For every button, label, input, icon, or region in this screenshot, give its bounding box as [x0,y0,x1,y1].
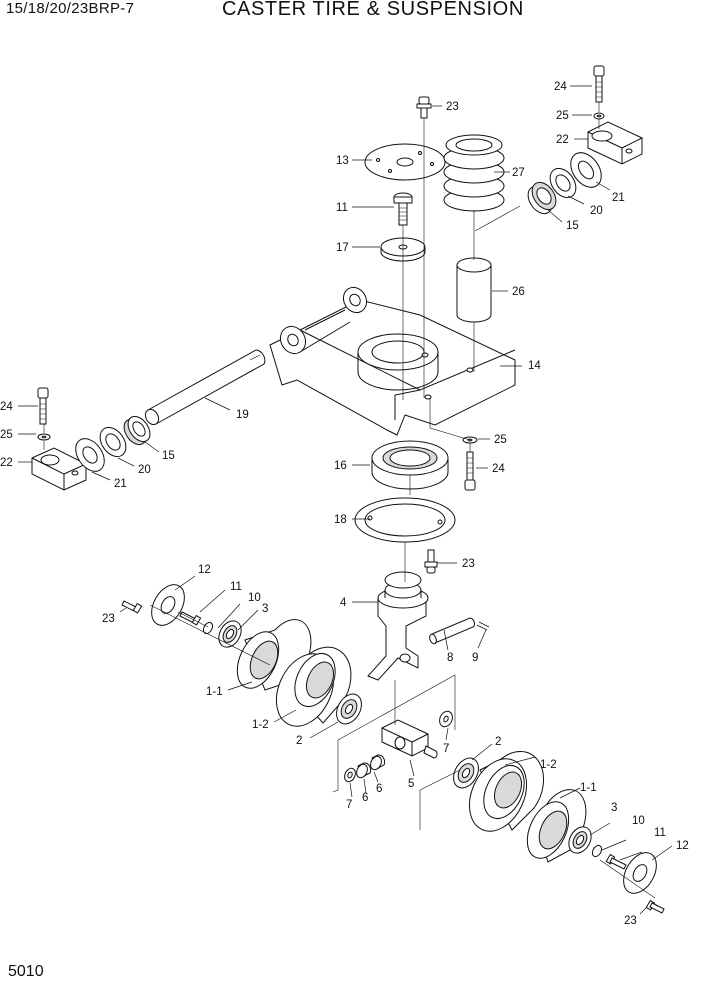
part-18-plate [354,497,456,543]
callout-19: 19 [236,409,249,421]
part-1-2-tire-left [275,646,352,727]
callout-2: 2 [296,735,302,747]
callout-11: 11 [336,202,348,214]
callout-9: 9 [472,652,478,664]
callout-23: 23 [462,558,475,570]
part-25-washer-left [37,433,51,441]
part-3-bearing-right-wheel [568,826,592,854]
callout-22: 22 [556,134,569,146]
callout-27: 27 [512,167,525,179]
callout-16: 16 [334,460,347,472]
callout-11: 11 [230,581,242,593]
part-15-bushing-right [527,181,557,215]
part-22-block-left [31,447,87,491]
callout-1-1: 1-1 [206,686,223,698]
part-26-sleeve [456,257,492,323]
callout-21: 21 [612,192,625,204]
part-3-bearing-left-wheel [218,620,242,648]
part-23-bolt-center [424,549,438,574]
callout-6: 6 [362,792,368,804]
callout-25: 25 [556,110,569,122]
part-11-bolt-right-wheel [605,853,627,870]
callout-18: 18 [334,514,347,526]
part-14-frame [269,286,516,436]
callout-labels: 23 13 11 17 27 24 25 22 21 20 15 26 14 1… [0,81,689,927]
callout-7: 7 [443,743,449,755]
part-13-plate [364,143,446,181]
part-7-washer-right-axle [439,710,453,728]
callout-7: 7 [346,799,352,811]
model-number: 15/18/20/23BRP-7 [6,0,135,17]
part-8-pin [429,617,475,645]
part-21-shim-left [75,438,105,472]
part-21-shim-right [570,152,602,188]
part-11-top-bolt [393,192,413,226]
part-12-cover-right [623,852,657,894]
callout-10: 10 [248,592,261,604]
part-10-washer-right-wheel [591,844,603,858]
callout-25: 25 [0,429,13,441]
callout-2: 2 [495,736,501,748]
page-number: 5010 [8,963,44,980]
part-6-spacer-b [356,762,372,779]
part-20-shim-right [549,167,577,199]
part-20-shim-left [99,426,127,458]
part-23-bolt-left-wheel [121,600,143,614]
callout-1-2: 1-2 [252,719,269,731]
part-22-block-right [587,121,643,165]
part-24-bolt-right-top [593,65,605,103]
callout-22: 22 [0,457,13,469]
callout-23: 23 [102,613,115,625]
callout-4: 4 [340,597,347,609]
callout-23: 23 [624,915,637,927]
callout-24: 24 [492,463,505,475]
callout-3: 3 [611,802,617,814]
callout-17: 17 [336,242,349,254]
callout-20: 20 [590,205,603,217]
part-27-spring [443,134,505,212]
leader-lines [18,85,673,915]
callout-24: 24 [554,81,567,93]
part-19-shaft [144,349,266,426]
callout-12: 12 [198,564,211,576]
assembly-center-lines [43,102,656,899]
part-6-spacer-a [370,754,386,771]
callout-21: 21 [114,478,127,490]
part-2-bearing-left [336,693,362,725]
part-10-washer-left-wheel [202,621,214,635]
callout-5: 5 [408,778,414,790]
part-24-bolt-left [37,387,49,425]
diagram-title: CASTER TIRE & SUSPENSION [222,0,524,20]
callout-24: 24 [0,401,13,413]
callout-3: 3 [262,603,268,615]
callout-23: 23 [446,101,459,113]
callout-11: 11 [654,827,666,839]
callout-14: 14 [528,360,541,372]
callout-6: 6 [376,783,382,795]
callout-1-2: 1-2 [540,759,557,771]
part-4-fork [367,571,429,681]
part-12-cover-left [151,584,185,626]
part-23-top-bolt [416,96,432,119]
callout-1-1: 1-1 [580,782,597,794]
callout-10: 10 [632,815,645,827]
callout-20: 20 [138,464,151,476]
part-7-washer-left-axle [344,767,356,783]
callout-8: 8 [447,652,453,664]
callout-26: 26 [512,286,525,298]
part-1-2-tire-right [468,751,544,832]
part-24-bolt-lower-right [464,451,476,491]
part-25-washer-right-top [593,112,605,120]
part-9-pin [476,621,490,631]
part-5-axle-block [381,719,438,759]
callout-13: 13 [336,155,349,167]
callout-25: 25 [494,434,507,446]
part-2-bearing-right [453,757,479,789]
part-15-bushing-left [123,415,151,446]
callout-15: 15 [162,450,175,462]
callout-15: 15 [566,220,579,232]
callout-12: 12 [676,840,689,852]
part-23-bolt-right-wheel [645,899,665,914]
